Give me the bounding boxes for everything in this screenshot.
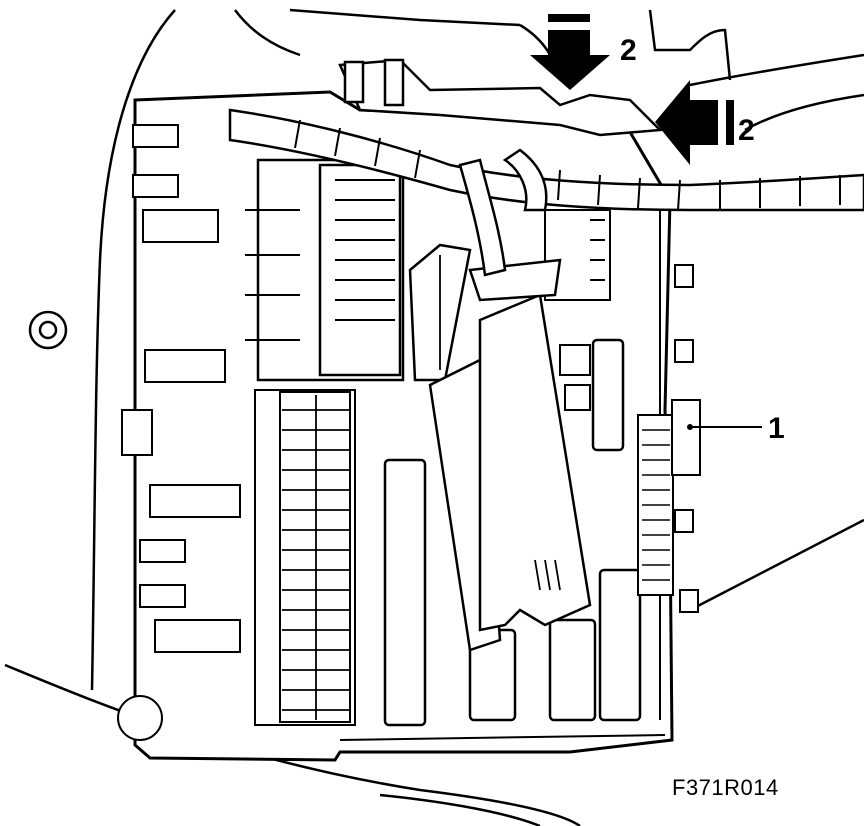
right-mounting-tabs (671, 264, 701, 613)
top-clip-bracket (338, 58, 663, 137)
mini-fuse-grid (254, 389, 356, 726)
left-mounting-tabs (117, 124, 241, 741)
callout-2-right: 2 (738, 114, 755, 147)
arrow-top (530, 14, 610, 90)
callout-1-dot (687, 424, 693, 430)
relay-block-upper (256, 158, 405, 382)
relay-slots (245, 179, 395, 341)
connector-pins (642, 429, 670, 581)
mini-fuse-rows (282, 395, 350, 720)
figure-code: F371R014 (672, 775, 779, 800)
callout-2-top: 2 (620, 34, 637, 67)
body-panel (4, 8, 864, 826)
ribbon-connector-lines (439, 255, 561, 591)
callout-1: 1 (768, 412, 785, 445)
arrow-right (655, 80, 734, 165)
harness-tape-wraps (294, 119, 841, 211)
wiring-harness (228, 108, 864, 277)
